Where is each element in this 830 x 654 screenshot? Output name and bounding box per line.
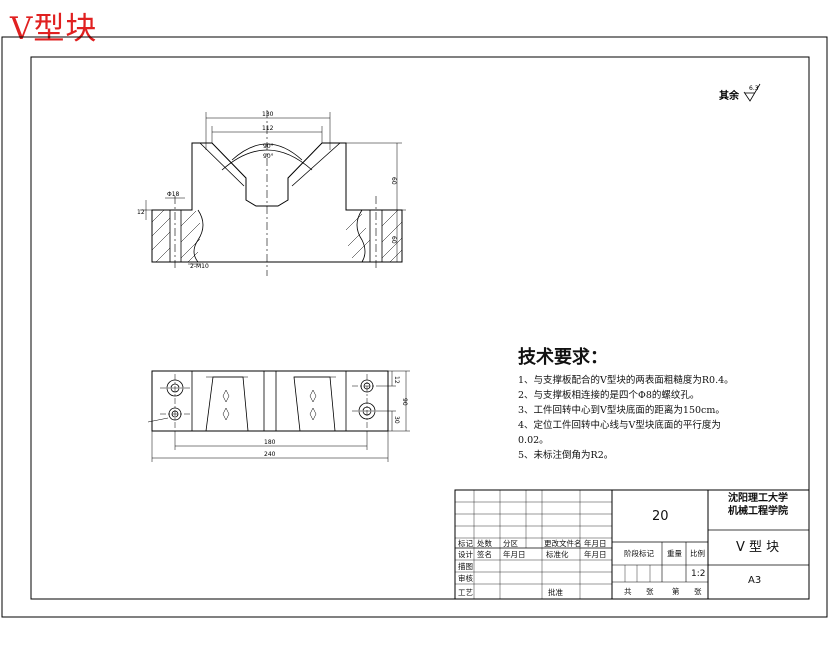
header-change-doc: 更改文件名 xyxy=(544,539,582,548)
stage-label: 阶段标记 xyxy=(624,549,654,558)
dim-top xyxy=(205,112,331,150)
row-draft: 描图 xyxy=(458,562,473,571)
tech-req-item: 4、定位工件回转中心线与V型块底面的平行度为 xyxy=(518,420,721,431)
part-name: V 型 块 xyxy=(736,540,780,555)
row-design-sign: 签名 xyxy=(477,550,492,559)
sheet-no-label: 第 xyxy=(672,587,680,596)
title-block xyxy=(454,489,810,600)
dim-plan-overall: 240 xyxy=(264,451,276,458)
row-design: 设计 xyxy=(458,550,473,559)
header-count: 处数 xyxy=(477,539,492,548)
dim-width-top: 130 xyxy=(262,111,274,118)
v-groove-left xyxy=(205,376,249,432)
row-approve: 批准 xyxy=(548,588,563,597)
front-view xyxy=(140,110,406,276)
section-hatch-right xyxy=(345,209,403,263)
header-zone: 分区 xyxy=(503,539,518,548)
tech-req-item: 1、与支撑板配合的V型块的两表面粗糙度为R0.4。 xyxy=(518,375,734,386)
plan-view xyxy=(147,370,410,462)
roughness-symbol: 其余 6.3 xyxy=(719,83,761,102)
row-process: 工艺 xyxy=(458,588,473,597)
inner-border xyxy=(30,56,810,600)
school-department: 机械工程学院 xyxy=(728,506,788,517)
dim-angle-inner: 90° xyxy=(263,153,274,160)
technical-requirements: 技术要求： 1、与支撑板配合的V型块的两表面粗糙度为R0.4。 2、与支撑板相连… xyxy=(518,343,734,463)
dim-right xyxy=(346,142,406,262)
dim-plan-right-bottom: 30 xyxy=(393,416,400,424)
drawing-title: V型块 xyxy=(10,11,98,47)
svg-text:其余: 其余 xyxy=(719,89,740,102)
tech-req-item: 2、与支撑板相连接的是四个Φ8的螺纹孔。 xyxy=(518,390,700,401)
dim-threads: 2-M10 xyxy=(190,263,209,270)
scale-label: 比例 xyxy=(690,549,705,558)
dim-plan-right-top: 12 xyxy=(393,376,400,384)
vblock-body-outline xyxy=(151,142,403,263)
sheet-unit-label: 张 xyxy=(694,587,702,596)
tech-req-item: 0.02。 xyxy=(518,435,549,446)
plan-dim-texts: 180 240 90 12 30 xyxy=(264,376,408,458)
front-dim-texts: 130 112 90° 90° 60 60 Φ18 12 2-M10 xyxy=(137,111,397,270)
row-design-date: 年月日 xyxy=(503,550,526,559)
section-hatch-left xyxy=(151,209,201,263)
paper-format: A3 xyxy=(748,575,762,586)
tech-req-title: 技术要求： xyxy=(518,347,608,368)
dim-offset-small: 12 xyxy=(137,209,145,216)
drawing-number: 20 xyxy=(652,509,669,524)
scale-value: 1:2 xyxy=(691,569,706,579)
dim-width-inner: 112 xyxy=(262,125,274,132)
plan-outline xyxy=(151,370,389,432)
dim-plan-height: 90 xyxy=(401,398,408,406)
row-standardize: 标准化 xyxy=(546,550,569,559)
sheet-total-label: 共 xyxy=(624,587,632,596)
row-check: 审核 xyxy=(458,574,473,583)
header-mark: 标记 xyxy=(458,539,473,548)
dim-angle-outer: 90° xyxy=(263,143,274,150)
dim-height-right: 60 xyxy=(390,177,397,185)
svg-text:6.3: 6.3 xyxy=(749,85,759,92)
dim-left xyxy=(140,197,200,265)
outer-border xyxy=(1,36,828,618)
row-standardize-date: 年月日 xyxy=(584,550,607,559)
weight-label: 重量 xyxy=(667,549,682,558)
tech-req-item: 5、未标注倒角为R2。 xyxy=(518,450,614,461)
v-groove-right xyxy=(293,376,336,432)
tech-req-item: 3、工件回转中心到V型块底面的距离为150cm。 xyxy=(518,405,725,416)
dim-plan-inner: 180 xyxy=(264,439,276,446)
dim-height-lower: 60 xyxy=(390,236,397,244)
sheet-unit-label: 张 xyxy=(646,587,654,596)
dim-hole-dia: Φ18 xyxy=(167,191,180,198)
header-date: 年月日 xyxy=(584,539,607,548)
school-name: 沈阳理工大学 xyxy=(728,493,788,504)
